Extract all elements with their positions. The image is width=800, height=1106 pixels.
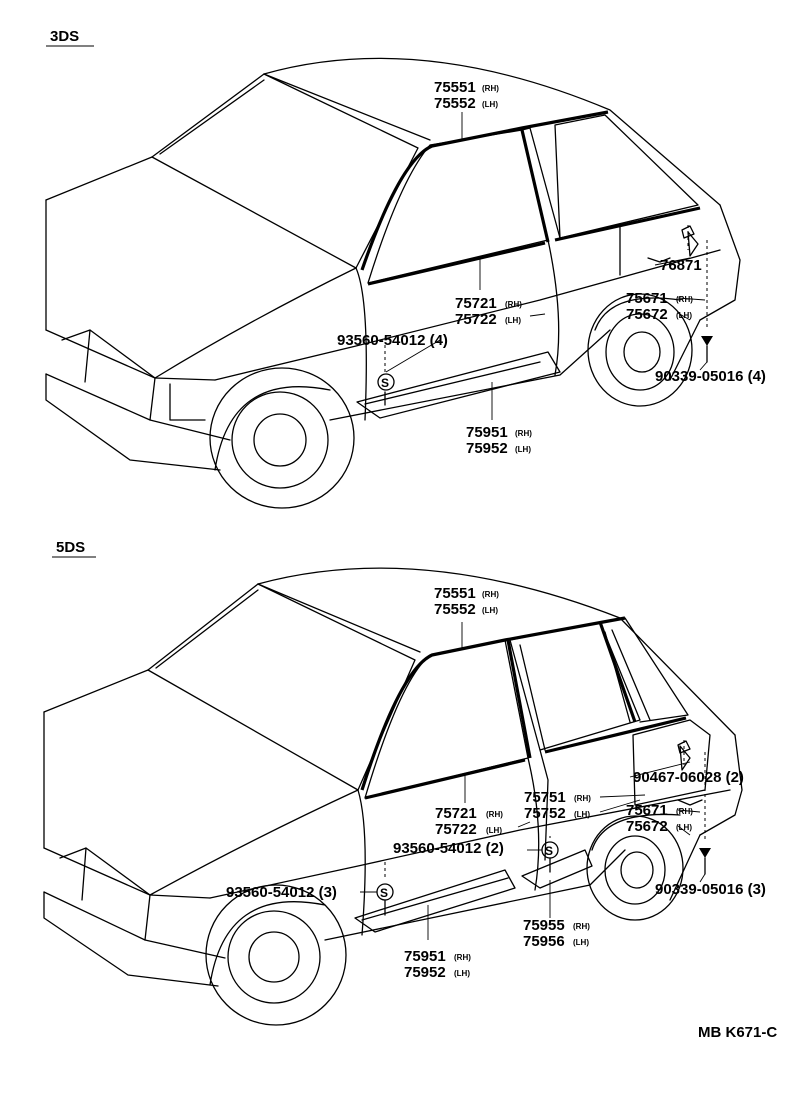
svg-text:S: S [381,376,389,390]
leader-lines-5ds [360,622,706,940]
svg-text:(LH): (LH) [482,606,498,615]
svg-text:(LH): (LH) [505,316,521,325]
svg-text:(RH): (RH) [676,807,693,816]
callout-75752: 75752 [524,805,566,822]
svg-text:(RH): (RH) [505,300,522,309]
sealant-symbol-3ds: S [377,373,395,391]
svg-text:(LH): (LH) [676,823,692,832]
panel-title-3ds: 3DS [50,28,79,45]
svg-text:(LH): (LH) [515,445,531,454]
callout-75955: 75955 [523,917,565,934]
callout-75671: 75671 [626,802,668,819]
svg-text:(RH): (RH) [482,84,499,93]
callout-75721: 75721 [455,295,497,312]
svg-text:(LH): (LH) [482,100,498,109]
svg-text:S: S [380,886,388,900]
callout-93560-54012: 93560-54012 (4) [337,332,448,349]
callout-75951: 75951 [404,948,446,965]
sealant-symbols-5ds: S S [376,841,559,901]
svg-text:(RH): (RH) [676,295,693,304]
callout-75722: 75722 [435,821,477,838]
svg-text:(RH): (RH) [486,810,503,819]
panel-3ds: 3DS [45,28,766,509]
car-illustration-3ds [45,57,741,509]
callout-90339-05016: 90339-05016 (4) [655,368,766,385]
svg-text:S: S [545,844,553,858]
callout-75721: 75721 [435,805,477,822]
callout-93560-54012-2: 93560-54012 (2) [393,840,504,857]
callout-75552: 75552 [434,95,476,112]
callout-76871: 76871 [660,257,702,274]
svg-text:(LH): (LH) [486,826,502,835]
callout-75671: 75671 [626,290,668,307]
svg-text:(RH): (RH) [574,794,591,803]
callout-75672: 75672 [626,818,668,835]
svg-text:(LH): (LH) [454,969,470,978]
svg-text:(RH): (RH) [482,590,499,599]
callout-75722: 75722 [455,311,497,328]
callout-75952: 75952 [404,964,446,981]
callout-75751: 75751 [524,789,566,806]
callout-90339-05016: 90339-05016 (3) [655,881,766,898]
svg-text:(LH): (LH) [676,311,692,320]
callout-75551: 75551 [434,585,476,602]
svg-text:(RH): (RH) [454,953,471,962]
svg-text:(RH): (RH) [573,922,590,931]
callout-75672: 75672 [626,306,668,323]
car-illustration-5ds [43,567,743,1026]
callout-93560-54012-3: 93560-54012 (3) [226,884,337,901]
svg-text:(LH): (LH) [573,938,589,947]
svg-text:(LH): (LH) [574,810,590,819]
callouts-5ds: 75551 (RH) 75552 (LH) 90467-06028 (2) 75… [226,585,766,981]
callout-75956: 75956 [523,933,565,950]
callouts-3ds: 75551 (RH) 75552 (LH) 76871 75721 (RH) 7… [337,79,766,457]
panel-title-5ds: 5DS [56,539,85,556]
callout-75952: 75952 [466,440,508,457]
callout-75951: 75951 [466,424,508,441]
callout-90467-06028: 90467-06028 (2) [633,769,744,786]
callout-75552: 75552 [434,601,476,618]
leader-lines-3ds [385,112,708,420]
callout-75551: 75551 [434,79,476,96]
figure-code: MB K671-C [698,1024,777,1041]
svg-text:(RH): (RH) [515,429,532,438]
panel-5ds: 5DS [43,539,766,1026]
